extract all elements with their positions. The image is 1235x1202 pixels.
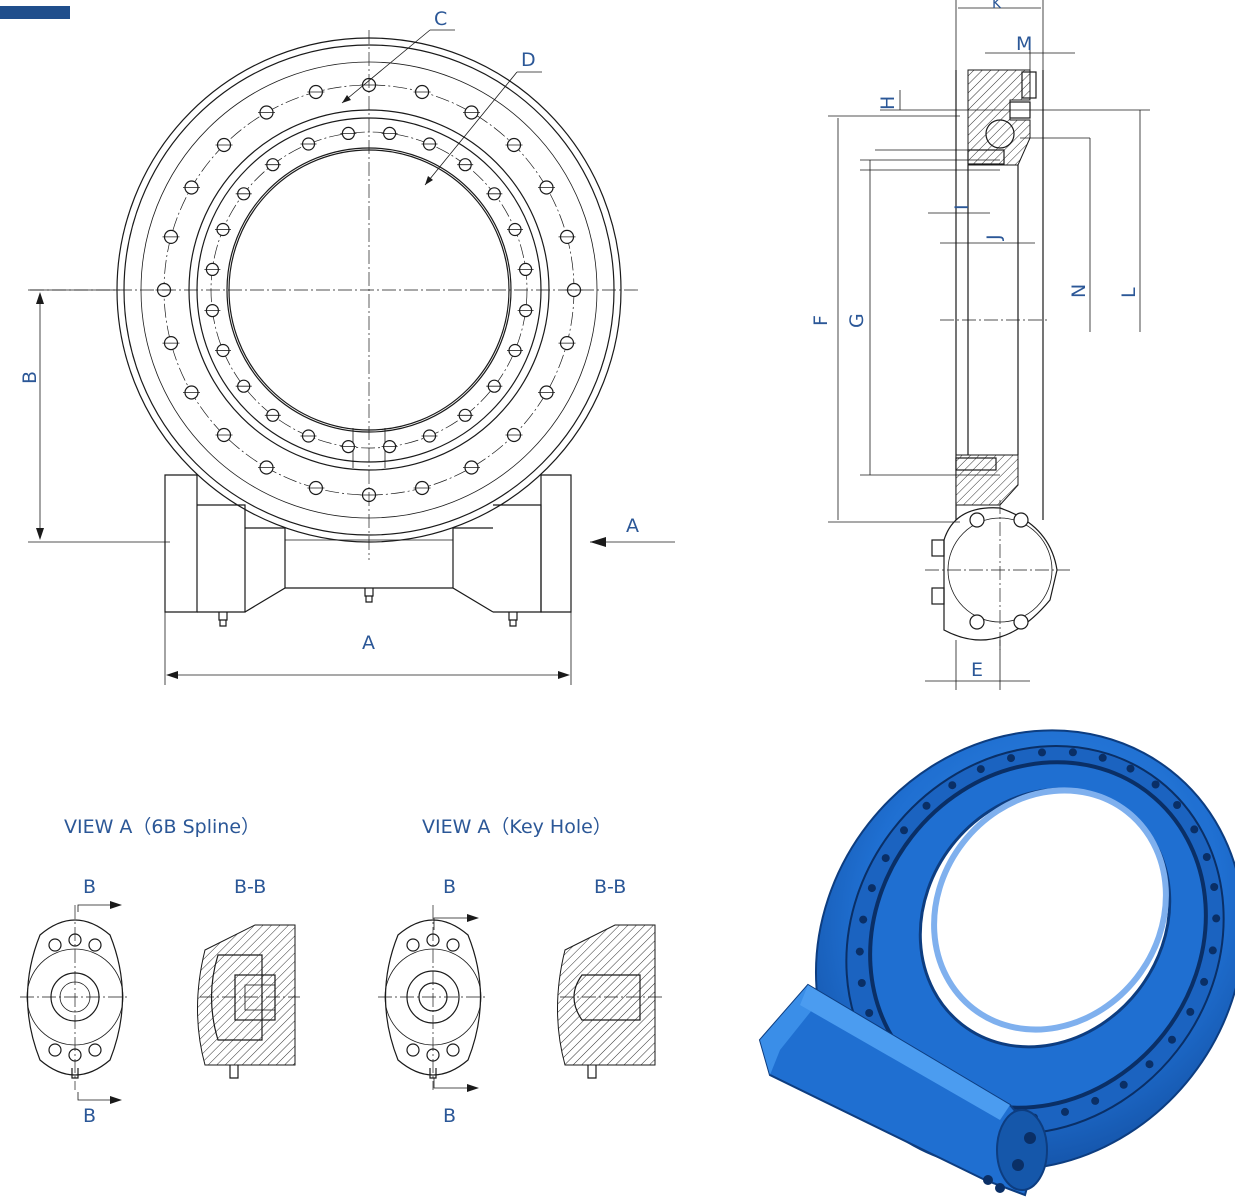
label-j: J xyxy=(983,234,1005,241)
label-d: D xyxy=(521,49,536,71)
dimension-b: B xyxy=(19,289,170,543)
dimension-overall-width xyxy=(164,612,572,685)
render-bolt-hole xyxy=(881,854,890,863)
view-keyhole-b-top: B xyxy=(443,876,456,898)
view-a-keyhole: VIEW A（Key Hole） B B B-B xyxy=(378,816,665,1127)
render-bolt-hole xyxy=(1190,825,1199,834)
render-bolt-hole xyxy=(1200,977,1209,986)
render-bolt-hole xyxy=(1186,1007,1195,1016)
render-bolt-hole xyxy=(948,781,957,790)
label-a-arrow: A xyxy=(626,515,639,537)
render-bolt-hole xyxy=(857,979,866,987)
front-view: B A A C D xyxy=(19,8,675,685)
view-a-arrow: A A xyxy=(362,515,675,654)
render-bolt-hole xyxy=(1119,1080,1128,1089)
render-bolt-hole xyxy=(1068,748,1077,757)
render-bolt-hole xyxy=(855,947,864,956)
view-keyhole-section: B-B xyxy=(594,876,626,898)
render-bolt-hole xyxy=(900,826,908,835)
label-b: B xyxy=(19,371,41,384)
label-h: H xyxy=(877,96,899,110)
side-view: K M H I J F G xyxy=(810,0,1150,690)
render-bolt-hole xyxy=(976,765,985,774)
view-spline-section: B-B xyxy=(234,876,266,898)
label-k: K xyxy=(992,0,1002,12)
outer-bolt-holes xyxy=(155,77,583,503)
render-bolt-hole xyxy=(1007,754,1015,763)
render-bolt-hole xyxy=(1212,914,1221,923)
view-a-spline: VIEW A（6B Spline） B B B-B xyxy=(20,816,300,1127)
worm-housing xyxy=(164,474,572,627)
render-bolt-hole xyxy=(859,915,868,924)
render-bolt-hole xyxy=(1061,1107,1069,1116)
label-f: F xyxy=(810,315,832,326)
render-bolt-hole xyxy=(922,801,931,810)
label-g: G xyxy=(846,313,868,328)
render-bolt-hole xyxy=(1168,1035,1176,1044)
header-accent-bar xyxy=(0,6,70,19)
render-bolt-hole xyxy=(1126,764,1135,773)
view-keyhole-title: VIEW A（Key Hole） xyxy=(422,816,612,838)
view-keyhole-b-bottom: B xyxy=(443,1105,456,1127)
label-e: E xyxy=(971,659,983,681)
render-bolt-hole xyxy=(865,1009,874,1017)
label-n: N xyxy=(1068,284,1090,298)
label-i: I xyxy=(951,204,973,210)
render-bolt-hole xyxy=(1091,1096,1100,1105)
render-bolt-hole xyxy=(1098,753,1107,762)
leader-c: C xyxy=(341,8,455,104)
label-a-bottom: A xyxy=(362,632,375,654)
render-bolt-hole xyxy=(1151,780,1160,789)
label-c: C xyxy=(434,8,447,30)
render-bolt-hole xyxy=(1208,946,1217,955)
inner-bolt-holes xyxy=(204,126,534,454)
product-render xyxy=(758,729,1235,1197)
render-bolt-hole xyxy=(1038,748,1046,757)
render-bolt-hole xyxy=(1210,883,1219,891)
render-bolt-hole xyxy=(867,884,876,893)
render-bolt-hole xyxy=(1202,853,1211,861)
render-bolt-hole xyxy=(1173,801,1182,809)
label-l: L xyxy=(1118,287,1140,298)
view-spline-title: VIEW A（6B Spline） xyxy=(64,816,260,838)
label-m: M xyxy=(1016,33,1032,55)
leader-d: D xyxy=(424,49,542,186)
render-bolt-hole xyxy=(1145,1060,1154,1069)
view-spline-b-bottom: B xyxy=(83,1105,96,1127)
view-spline-b-top: B xyxy=(83,876,96,898)
